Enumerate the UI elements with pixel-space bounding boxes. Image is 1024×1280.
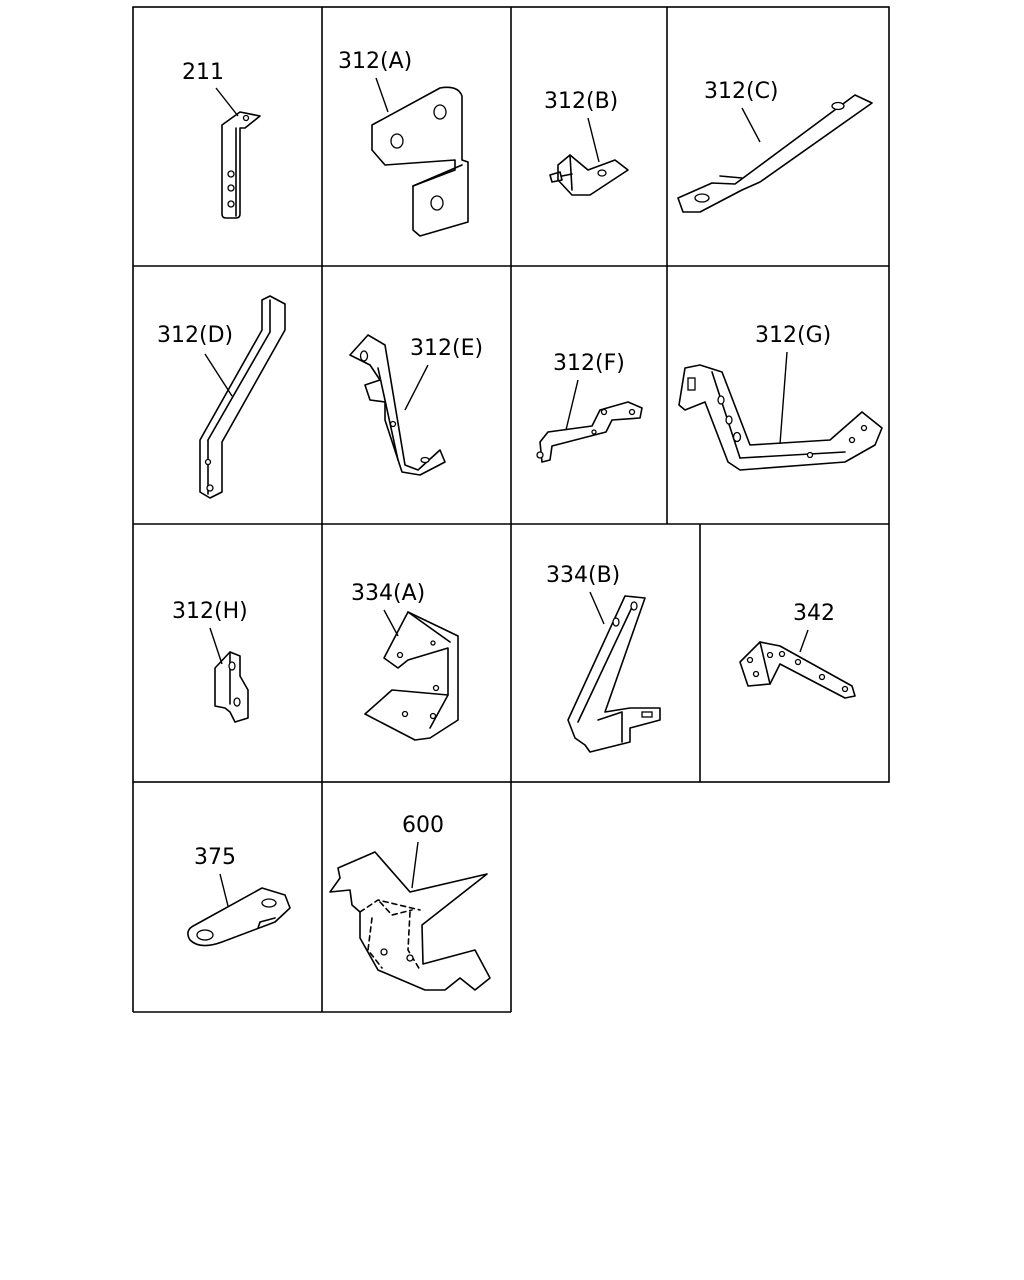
part-label-312e: 312(E) <box>410 336 483 361</box>
part-312a[interactable]: 312(A) <box>338 49 469 237</box>
part-334b[interactable]: 334(B) <box>546 563 661 753</box>
grid-lines <box>132 6 890 1013</box>
part-label-312d: 312(D) <box>157 323 233 348</box>
part-label-334b: 334(B) <box>546 563 620 588</box>
part-600[interactable]: 600 <box>329 813 491 991</box>
part-label-334a: 334(A) <box>351 581 425 606</box>
part-312c[interactable]: 312(C) <box>677 79 873 213</box>
part-375[interactable]: 375 <box>187 845 291 947</box>
part-label-342: 342 <box>793 601 835 626</box>
part-312e[interactable]: 312(E) <box>349 334 483 476</box>
part-211[interactable]: 211 <box>182 60 261 219</box>
part-label-312a: 312(A) <box>338 49 412 74</box>
part-312g[interactable]: 312(G) <box>678 323 883 471</box>
part-312f[interactable]: 312(F) <box>536 351 643 463</box>
part-312d[interactable]: 312(D) <box>157 295 286 499</box>
part-label-312b: 312(B) <box>544 89 618 114</box>
part-312h[interactable]: 312(H) <box>172 599 249 723</box>
part-label-211: 211 <box>182 60 224 85</box>
part-label-312h: 312(H) <box>172 599 248 624</box>
part-342[interactable]: 342 <box>739 601 856 699</box>
part-334a[interactable]: 334(A) <box>351 581 459 741</box>
part-label-312c: 312(C) <box>704 79 779 104</box>
part-312b[interactable]: 312(B) <box>544 89 629 196</box>
part-label-312f: 312(F) <box>553 351 625 376</box>
part-label-312g: 312(G) <box>755 323 831 348</box>
part-label-375: 375 <box>194 845 236 870</box>
part-label-600: 600 <box>402 813 444 838</box>
